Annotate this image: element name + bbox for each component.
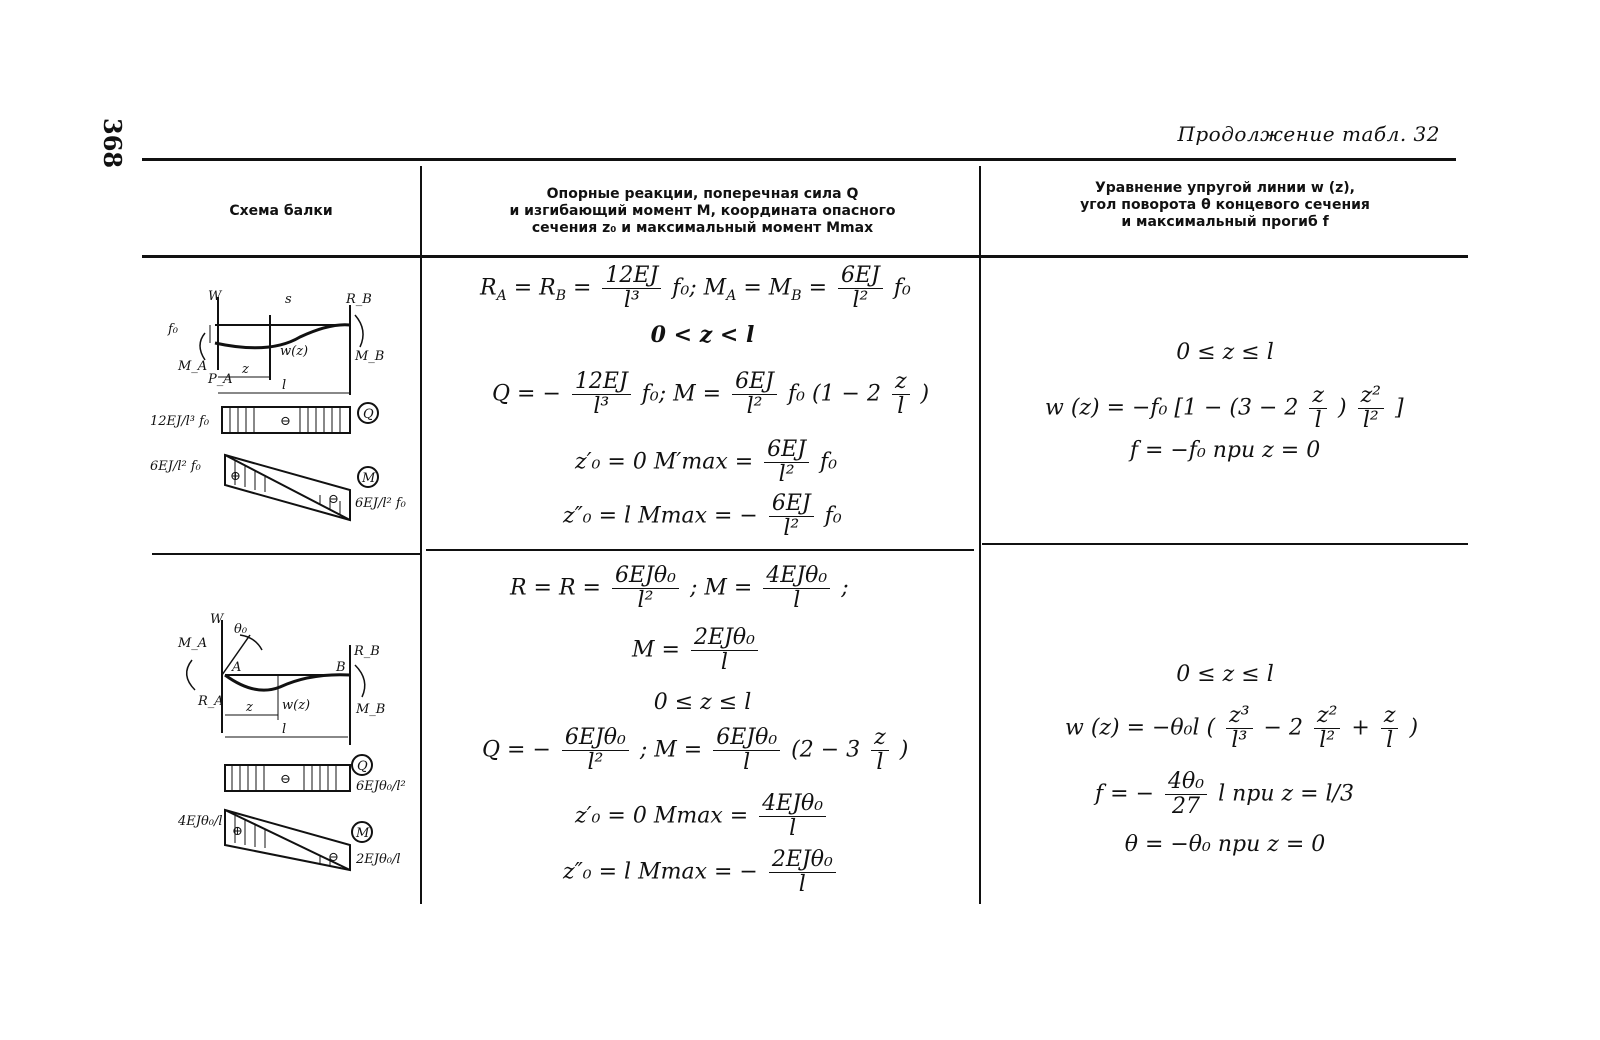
column-divider-2: [979, 166, 981, 904]
table-top-rule: [142, 158, 1456, 161]
label-l: l: [282, 378, 286, 393]
m-minus-sign: ⊖: [328, 850, 339, 865]
label-ma: M_A: [177, 359, 207, 374]
m-diagram-label-right: 6EJ/l² f₀: [355, 496, 407, 511]
beam-diagram-row2: W θ₀ M_A A B R_B R_A z w(z) M_B l 6EJθ₀/…: [177, 612, 406, 872]
label-theta0: θ₀: [234, 622, 248, 637]
column-header-reactions: Опорные реакции, поперечная сила Q и изг…: [509, 186, 896, 236]
column-header-scheme: Схема балки: [229, 203, 333, 219]
label-mb: M_B: [354, 349, 384, 364]
label-l: l: [282, 722, 286, 737]
label-b: B: [335, 660, 346, 675]
m-circle-label: M: [355, 826, 370, 841]
row2-range: 0 ≤ z ≤ l: [653, 690, 752, 715]
q-minus-sign: ⊖: [280, 414, 291, 429]
label-pa: P_A: [207, 372, 233, 387]
q-circle-label: Q: [363, 407, 374, 422]
row2-rotation-angle: θ = −θ₀ при z = 0: [1124, 832, 1326, 857]
label-z: z: [241, 362, 249, 377]
label-a: A: [231, 660, 241, 675]
label-w: W: [208, 289, 223, 304]
label-s: s: [285, 292, 292, 307]
m-diagram-label-left: 4EJθ₀/l: [177, 814, 223, 829]
label-mb: M_B: [355, 702, 385, 717]
row1-bottom-rule-left: [152, 553, 420, 555]
m-diagram-label-right: 2EJθ₀/l: [355, 852, 401, 867]
row1-bottom-rule-right: [982, 543, 1468, 545]
page-number: 368: [98, 118, 127, 169]
row1-max-deflection: f = −f₀ при z = 0: [1129, 438, 1321, 463]
label-f0: f₀: [167, 322, 179, 337]
label-z: z: [245, 700, 253, 715]
q-diagram-label: 6EJθ₀/l²: [356, 779, 406, 794]
label-wz: w(z): [282, 698, 310, 713]
label-rb: R_B: [353, 644, 380, 659]
label-w: W: [210, 612, 225, 627]
label-rb: R_B: [345, 292, 372, 307]
column-divider-1: [420, 166, 422, 904]
m-minus-sign: ⊖: [328, 492, 339, 507]
label-ra: R_A: [197, 694, 224, 709]
label-ma: M_A: [177, 636, 207, 651]
row1-right-range: 0 ≤ z ≤ l: [1176, 340, 1274, 365]
q-circle-label: Q: [357, 759, 368, 774]
row1-range: 0 < z < l: [650, 322, 755, 348]
beam-diagram-row1: W s R_B f₀ w(z) M_A P_A z l M_B 12EJ/l³ …: [150, 289, 407, 522]
m-diagram-label-left: 6EJ/l² f₀: [150, 459, 202, 474]
m-plus-sign: ⊕: [232, 824, 243, 839]
table-continuation-caption: Продолжение табл. 32: [1177, 122, 1440, 146]
q-minus-sign: ⊖: [280, 772, 291, 787]
q-diagram-label: 12EJ/l³ f₀: [150, 414, 210, 429]
header-bottom-rule: [142, 255, 1468, 258]
m-circle-label: M: [361, 471, 376, 486]
row2-right-range: 0 ≤ z ≤ l: [1176, 662, 1274, 687]
label-wz: w(z): [280, 344, 308, 359]
row1-bottom-rule-mid: [426, 549, 974, 551]
column-header-elastic-line: Уравнение упругой линии w (z), угол пово…: [1080, 180, 1370, 230]
m-plus-sign: ⊕: [230, 469, 241, 484]
